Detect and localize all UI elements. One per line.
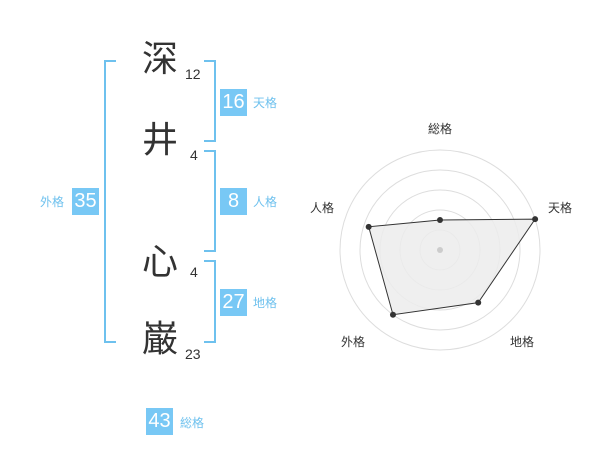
radar-point-3	[475, 299, 482, 306]
axis-label-tenkaku: 天格	[548, 200, 572, 215]
radar-ring	[359, 169, 521, 331]
chikaku-label: 地格	[253, 296, 278, 310]
gaikaku-label: 外格	[40, 195, 65, 209]
axis-label-soukaku: 総格	[428, 121, 452, 136]
tenkaku-label: 天格	[253, 96, 278, 110]
soukaku-label: 総格	[180, 416, 205, 430]
tenkaku-bracket	[204, 60, 216, 142]
stroke-count-3: 4	[190, 264, 198, 280]
radar-point-2	[532, 216, 539, 223]
radar-points	[365, 216, 539, 318]
jinkaku-bracket	[204, 150, 216, 252]
name-char-4: 巌	[142, 319, 179, 360]
gaikaku-value: 35	[72, 188, 99, 215]
axis-label-gaikaku: 外格	[341, 334, 365, 349]
gaikaku-bracket	[104, 60, 116, 343]
axis-label-jinkaku: 人格	[310, 200, 334, 215]
jinkaku-label: 人格	[253, 195, 278, 209]
radar-center-dot	[437, 247, 443, 253]
radar-data-area	[368, 218, 537, 316]
name-char-2: 井	[142, 120, 179, 161]
name-char-1: 深	[142, 39, 179, 80]
radar-point-4	[389, 311, 396, 318]
radar-ring	[339, 149, 541, 351]
chikaku-bracket	[204, 260, 216, 343]
soukaku-value: 43	[146, 408, 173, 435]
stroke-count-1: 12	[185, 66, 201, 82]
tenkaku-value: 16	[220, 89, 247, 116]
chikaku-value: 27	[220, 289, 247, 316]
radar-point-1	[437, 217, 443, 223]
stroke-count-4: 23	[185, 346, 201, 362]
radar-point-5	[365, 223, 372, 230]
stroke-count-2: 4	[190, 147, 198, 163]
jinkaku-value: 8	[220, 188, 247, 215]
radar-chart: 総格 天格 地格 外格 人格	[310, 121, 572, 351]
name-char-3: 心	[142, 242, 179, 283]
axis-label-chikaku: 地格	[510, 334, 534, 349]
